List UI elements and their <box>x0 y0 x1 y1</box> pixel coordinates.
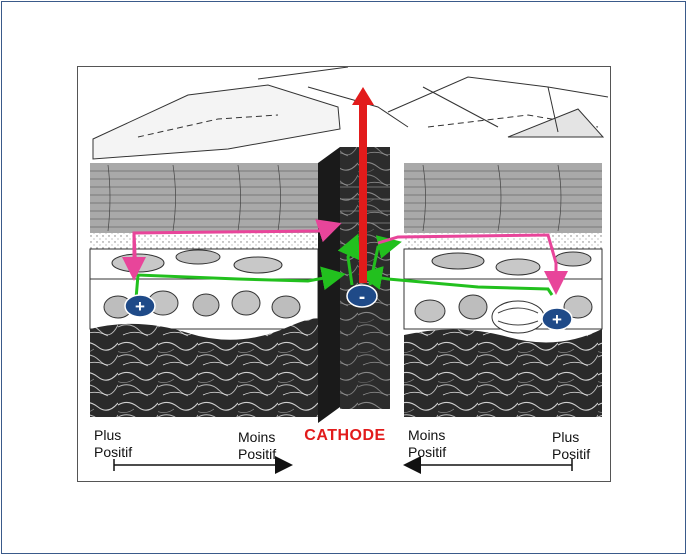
dermis-right <box>404 329 602 417</box>
cathode-label: CATHODE <box>304 427 386 444</box>
left-outer-label-line1: Plus <box>94 427 122 443</box>
right-inner-label: Moins Positif <box>408 427 446 461</box>
cathode-electrode <box>318 147 390 423</box>
dermis-left <box>90 318 324 417</box>
left-outer-label-line2: Positif <box>94 444 133 460</box>
right-outer-label-line1: Plus <box>552 429 580 445</box>
positive-charge-right-sign: + <box>552 310 562 329</box>
stratum-corneum <box>92 67 609 160</box>
negative-charge-center: - <box>346 284 378 308</box>
right-outer-label: Plus Positif <box>552 429 590 463</box>
left-outer-label: Plus Positif <box>94 427 132 461</box>
diagram-panel: + - + Plus Positif Moins Positif CATHODE… <box>77 66 611 482</box>
stratified-layers <box>90 163 602 233</box>
ion-flow-paths <box>122 219 568 300</box>
granular-layer-left <box>90 233 318 249</box>
right-outer-label-line2: Positif <box>552 446 591 462</box>
left-inner-label-line2: Positif <box>238 446 277 462</box>
gradient-axis-right <box>403 456 573 474</box>
right-inner-label-line2: Positif <box>408 444 447 460</box>
pink-flow-right <box>377 233 568 295</box>
left-inner-label-line1: Moins <box>238 429 276 445</box>
green-flow-left <box>134 266 346 300</box>
left-inner-label: Moins Positif <box>238 429 276 463</box>
negative-charge-center-sign: - <box>359 287 365 308</box>
gradient-axis-left <box>113 456 293 474</box>
current-arrow <box>352 87 374 283</box>
positive-charge-right: + <box>541 307 573 331</box>
right-inner-label-line1: Moins <box>408 427 446 443</box>
skin-cross-section: + - + <box>89 67 609 474</box>
green-flow-center-left <box>337 233 360 286</box>
green-flow-center-right <box>368 235 402 286</box>
positive-charge-left: + <box>124 294 156 318</box>
positive-charge-left-sign: + <box>135 297 145 316</box>
